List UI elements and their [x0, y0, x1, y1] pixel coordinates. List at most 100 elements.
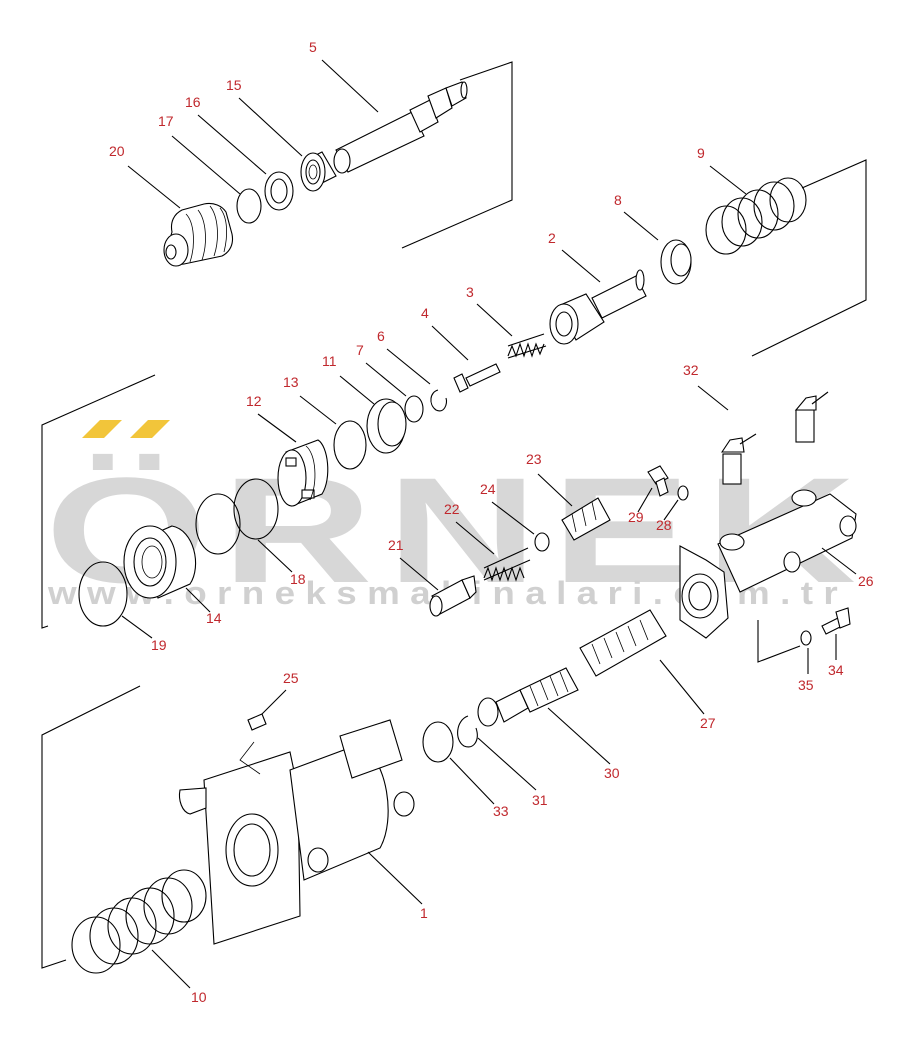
- part-25-set-screw: [247, 713, 267, 731]
- callout-24: 24: [480, 481, 496, 497]
- callout-26: 26: [858, 573, 874, 589]
- part-28-washer: [677, 485, 689, 501]
- leader-line-26: [821, 547, 857, 575]
- part-34-bolt: [821, 607, 851, 635]
- part-9-spring: [705, 177, 807, 255]
- frame-right-bracket: [751, 159, 867, 357]
- callout-20: 20: [109, 143, 125, 159]
- callout-16: 16: [185, 94, 201, 110]
- part-4-bolt: [453, 363, 501, 393]
- leader-line-1: [367, 851, 423, 905]
- callout-15: 15: [226, 77, 242, 93]
- frame-left-bracket: [41, 374, 156, 629]
- leader-line-13: [299, 395, 337, 425]
- leader-line-32: [697, 385, 729, 411]
- leader-line-19: [121, 615, 153, 639]
- frame-top-bracket: [401, 61, 513, 249]
- leader-line-2: [561, 249, 601, 283]
- leader-line-8: [623, 211, 659, 241]
- callout-8: 8: [614, 192, 622, 208]
- callout-19: 19: [151, 637, 167, 653]
- part-8-seal: [660, 239, 692, 285]
- leader-line-12: [257, 413, 297, 443]
- leader-line-23: [537, 473, 573, 507]
- part-10-spring: [71, 869, 207, 974]
- callout-18: 18: [290, 571, 306, 587]
- part-27-piston: [579, 609, 667, 677]
- leader-line-7: [365, 362, 407, 397]
- part-21-valve: [429, 575, 477, 617]
- part-22-spring: [483, 547, 531, 582]
- part-19-ring: [78, 561, 128, 627]
- callout-17: 17: [158, 113, 174, 129]
- part-23-plunger: [561, 497, 611, 541]
- part-17-snap-ring: [236, 188, 262, 224]
- callout-7: 7: [356, 342, 364, 358]
- callout-32: 32: [683, 362, 699, 378]
- callout-13: 13: [283, 374, 299, 390]
- leader-line-33: [449, 757, 495, 805]
- part-2-sleeve: [549, 269, 647, 345]
- leader-line-17: [171, 135, 241, 195]
- part-29-bolt: [647, 465, 669, 497]
- watermark-accent-mark: [130, 420, 170, 438]
- part-13-snap-ring: [333, 420, 367, 470]
- callout-11: 11: [322, 353, 337, 369]
- part-24-o-ring: [534, 532, 550, 552]
- callout-25: 25: [283, 670, 299, 686]
- callout-31: 31: [532, 792, 548, 808]
- frame-bottom-bracket: [41, 685, 141, 969]
- callout-1: 1: [420, 905, 428, 921]
- leader-line-16: [197, 114, 267, 175]
- leader-line-21: [399, 557, 439, 591]
- callout-3: 3: [466, 284, 474, 300]
- watermark-accent-mark: [82, 420, 122, 438]
- part-14-housing: [123, 525, 197, 599]
- callout-27: 27: [700, 715, 716, 731]
- leader-line-9: [709, 165, 747, 195]
- callout-22: 22: [444, 501, 460, 517]
- leader-line-3: [476, 303, 513, 337]
- frame-small-bracket: [757, 620, 801, 663]
- part-18-rings: [195, 478, 279, 555]
- leader-line-20: [127, 165, 181, 209]
- callout-28: 28: [656, 517, 672, 533]
- part-20-boot: [163, 202, 234, 267]
- callout-5: 5: [309, 39, 317, 55]
- callout-34: 34: [828, 662, 844, 678]
- leader-line-28: [663, 499, 679, 521]
- part-1-main-housing: [178, 719, 415, 945]
- leader-line-10: [151, 949, 191, 989]
- part-31-clip: [457, 715, 478, 748]
- part-5-shaft: [333, 81, 468, 174]
- leader-line-27: [659, 659, 705, 715]
- leader-line-22: [455, 521, 495, 555]
- leader-line-6: [386, 348, 431, 385]
- leader-line-18: [257, 539, 293, 573]
- callout-14: 14: [206, 610, 222, 626]
- leader-line-30: [547, 707, 611, 765]
- part-11-ring: [366, 398, 407, 454]
- leader-line-31: [477, 737, 537, 791]
- part-30-piston-rod: [477, 667, 579, 727]
- callout-33: 33: [493, 803, 509, 819]
- part-26-valve-body: [679, 489, 857, 639]
- part-15-bearing: [300, 151, 337, 192]
- callout-23: 23: [526, 451, 542, 467]
- callout-6: 6: [377, 328, 385, 344]
- callout-29: 29: [628, 509, 644, 525]
- leader-line-11: [339, 375, 375, 405]
- callout-35: 35: [798, 677, 814, 693]
- callout-4: 4: [421, 305, 429, 321]
- part-32-fittings: [720, 391, 829, 485]
- part-35-washer: [800, 630, 812, 646]
- callout-9: 9: [697, 145, 705, 161]
- part-33-snap-ring: [422, 721, 454, 763]
- leader-line-29: [637, 487, 653, 513]
- leader-line-14: [185, 587, 211, 613]
- leader-line-15: [238, 97, 303, 157]
- part-6-clip: [430, 389, 448, 412]
